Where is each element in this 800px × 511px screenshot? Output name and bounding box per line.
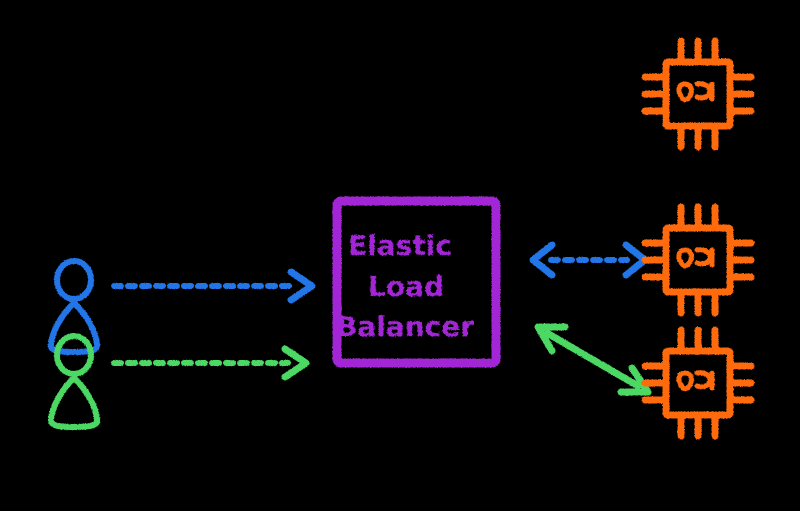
conn-green-client-to-lb[interactable] [111, 345, 310, 381]
chip-core-mark [694, 370, 713, 390]
client-blue-group[interactable] [47, 258, 101, 355]
arrowhead-right-icon [287, 268, 316, 304]
user-person-icon [54, 258, 94, 302]
rounded-rectangle-box [332, 196, 501, 368]
chip-core-mark [676, 81, 694, 103]
conn-lb-to-server-bottom[interactable] [534, 323, 652, 396]
cpu-chip-icon [662, 224, 734, 296]
chip-core-mark [676, 370, 694, 392]
server-bottom-group[interactable] [641, 326, 755, 440]
cpu-chip-icon [662, 347, 734, 419]
arrowhead-upleft-icon [534, 323, 569, 355]
load-balancer-node[interactable]: Elastic Load Balancer [332, 196, 501, 368]
cpu-chip-icon [662, 58, 734, 130]
conn-lb-to-server-middle[interactable] [529, 241, 649, 279]
load-balancer-label-line2: Load [368, 270, 444, 303]
chip-core-mark [694, 81, 713, 101]
conn-blue-client-to-lb[interactable] [111, 268, 316, 304]
arrowhead-right-icon [281, 345, 310, 381]
arrowhead-downright-icon [617, 364, 652, 396]
load-balancer-label-line3: Balancer [336, 310, 474, 343]
chip-core-mark [676, 247, 694, 269]
user-body-icon [47, 375, 101, 430]
user-body-icon [47, 300, 101, 355]
server-top-group[interactable] [641, 37, 755, 151]
solid-double-arrow-shaft [543, 329, 642, 390]
user-person-icon [54, 333, 94, 377]
chip-core-mark [694, 247, 713, 267]
client-green-group[interactable] [47, 333, 101, 430]
load-balancer-label-line1: Elastic [348, 229, 452, 262]
arrowhead-left-icon [529, 241, 556, 279]
server-middle-group[interactable] [641, 203, 755, 317]
